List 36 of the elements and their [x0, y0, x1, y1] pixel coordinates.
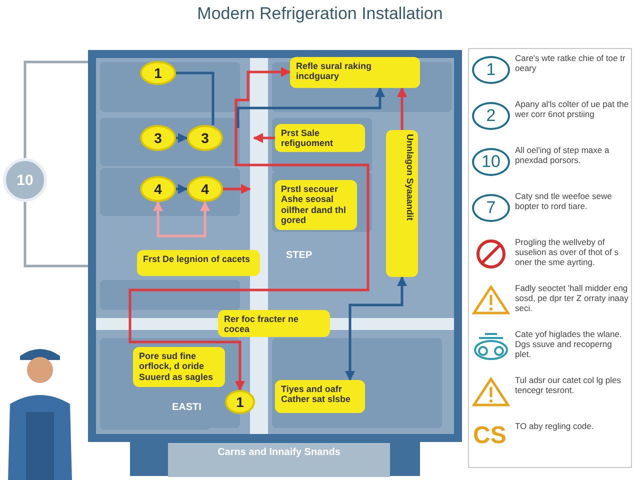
step-number: 10	[3, 158, 47, 202]
legend-number-badge: 1	[472, 56, 510, 84]
arrow	[176, 184, 188, 194]
arrow	[236, 87, 385, 128]
arrow	[253, 133, 275, 143]
vertical-label-bar: Unnlagon Syaaandit	[386, 130, 418, 277]
legend-text: Tul adsr our catet col lg ples tencegr tesront.	[515, 376, 622, 397]
callout-bubble: Rer foc fracter ne cocea	[218, 310, 330, 337]
arrow	[128, 67, 370, 391]
legend-text: TO aby regling code.	[515, 422, 595, 433]
callout-bubble: Refle sural raking incdguary	[290, 57, 420, 88]
legend-text: Care's wte ratke chie of toe tr oeary	[515, 54, 626, 75]
legend-code: CS	[473, 422, 506, 450]
room-label: STEP	[286, 250, 312, 261]
callout-bubble: Pore sud fine orflock, d oride Suuerd as sagles	[133, 347, 225, 387]
arrow	[345, 276, 407, 381]
legend-text: Progling the wellveby of suselion as over of thot of s oner the sme ayrting.	[515, 238, 620, 269]
legend-text: Cate yof higlades the wlane. Dgs ssuve and recoperng plet.	[515, 330, 623, 361]
arrow	[397, 87, 407, 130]
legend-text: All oel'ing of step maxe a pnexdad porsors.	[515, 146, 610, 167]
arrow	[223, 184, 251, 194]
callout-bubble: Prst Sale refiguoment	[275, 124, 365, 152]
legend-number-badge: 7	[472, 194, 510, 222]
legend-number-badge: 2	[472, 102, 510, 130]
legend-text: Caty snd tle weefoe sewe bopter to rord tiare.	[515, 192, 613, 213]
callout-bubble: Prstl secouer Ashe seosal oilfher dand thl gored	[275, 180, 357, 230]
room-label: EASTI	[172, 402, 202, 413]
callout-bubble: Tiyes and oafr Cather sat slsbe	[275, 380, 365, 413]
arrow	[153, 201, 210, 238]
entrance-band: Carns and Innaify Snands	[168, 443, 390, 477]
legend-text: Apany al'ls colter of ue pat the wer corr 6not prstiing	[515, 100, 629, 121]
title: Modern Refrigeration Installation	[196, 4, 444, 25]
legend-number-badge: 10	[472, 148, 510, 176]
legend-text: Fadly seoctet 'hall midder eng sosd, pe dpr ter Z orraty inaay seci.	[515, 284, 629, 315]
callout-bubble: Frst De legnion of cacets	[137, 250, 260, 276]
arrow	[176, 133, 188, 143]
